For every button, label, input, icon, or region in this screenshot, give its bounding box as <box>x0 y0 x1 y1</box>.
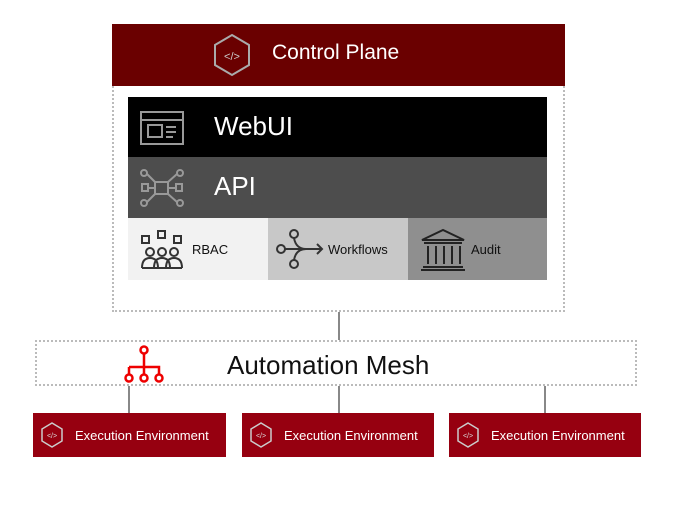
svg-text:</>: </> <box>463 433 473 440</box>
svg-text:</>: </> <box>47 433 57 440</box>
code-hexagon-icon: </> <box>250 422 272 448</box>
workflow-branch-icon <box>276 229 324 269</box>
execution-environment-label: Execution Environment <box>284 428 418 443</box>
connector-line <box>544 386 546 413</box>
connector-line <box>128 386 130 413</box>
users-group-icon <box>141 230 183 269</box>
api-layer: API <box>128 157 547 218</box>
control-plane-header: </> Control Plane <box>112 24 565 86</box>
audit-label: Audit <box>471 242 501 257</box>
workflows-label: Workflows <box>328 242 388 257</box>
execution-environment-label: Execution Environment <box>75 428 209 443</box>
connector-line <box>338 312 340 340</box>
webui-layer: WebUI <box>128 97 547 157</box>
rbac-module: RBAC <box>128 218 268 280</box>
automation-mesh: Automation Mesh <box>35 340 637 386</box>
execution-environment-2: </> Execution Environment <box>242 413 434 457</box>
mesh-title: Automation Mesh <box>227 350 430 380</box>
browser-window-icon <box>140 111 184 145</box>
rbac-label: RBAC <box>192 242 229 257</box>
execution-environment-label: Execution Environment <box>491 428 625 443</box>
code-hexagon-icon: </> <box>457 422 479 448</box>
workflows-module: Workflows <box>268 218 408 280</box>
building-columns-icon <box>421 228 465 271</box>
code-hexagon-icon: </> <box>41 422 63 448</box>
mesh-hierarchy-icon <box>124 345 164 383</box>
svg-text:</>: </> <box>256 433 266 440</box>
execution-environment-3: </> Execution Environment <box>449 413 641 457</box>
api-label: API <box>214 171 256 201</box>
api-nodes-icon <box>140 169 184 207</box>
svg-text:</>: </> <box>224 51 240 63</box>
code-hexagon-icon: </> <box>214 33 250 77</box>
control-plane-title: Control Plane <box>272 41 400 64</box>
control-plane-container <box>112 86 565 312</box>
audit-module: Audit <box>408 218 547 280</box>
webui-label: WebUI <box>214 111 293 141</box>
execution-environment-1: </> Execution Environment <box>33 413 226 457</box>
connector-line <box>338 386 340 413</box>
